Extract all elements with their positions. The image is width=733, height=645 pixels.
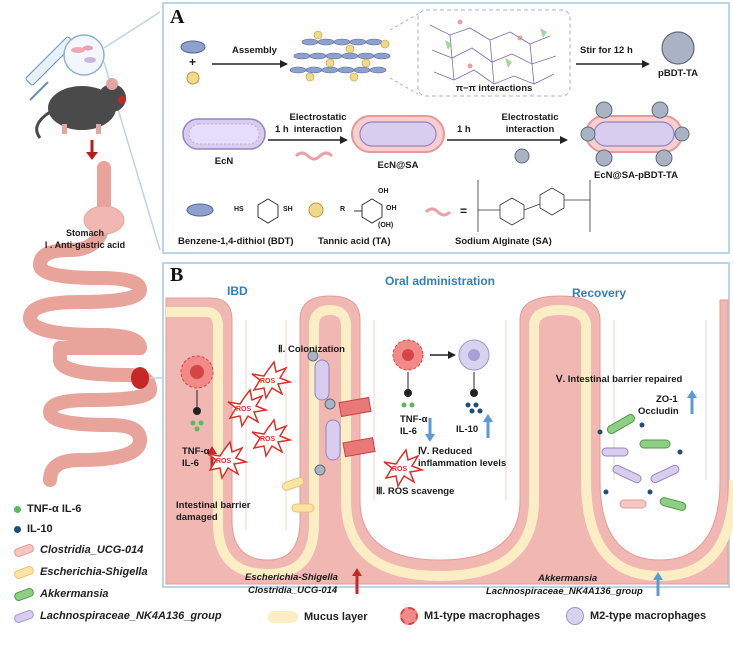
ros-label-5: ROS: [392, 466, 408, 473]
plus-sign: +: [189, 55, 197, 69]
legend-m1-label: M1-type macrophages: [424, 610, 541, 622]
legend-lachnospiraceae-label: Lachnospiraceae_NK4A136_group: [40, 610, 222, 622]
legend-m2-label: M2-type macrophages: [590, 610, 707, 622]
legend-mucus-label: Mucus layer: [304, 611, 368, 623]
ta-name: Tannic acid (TA): [318, 236, 391, 247]
mucus-swatch-icon: [268, 611, 298, 623]
colon-lesion-icon: [131, 367, 149, 389]
ros-label-4: ROS: [216, 458, 232, 465]
ecn-sa-label: EcN@SA: [377, 160, 419, 171]
interaction-label-2: interaction: [505, 124, 555, 135]
ros-label-2: ROS: [236, 406, 252, 413]
legend-akkermansia: Akkermansia: [13, 586, 109, 602]
bdt-name: Benzene-1,4-dithiol (BDT): [178, 236, 294, 247]
legend-m2: M2-type macrophages: [566, 607, 706, 625]
stomach-label: Stomach: [65, 228, 105, 238]
legend-clostridia: Clostridia_UCG-014: [13, 542, 144, 558]
il6-mid-label: IL-6: [400, 426, 417, 437]
legend-il10: IL-10: [14, 523, 53, 535]
m2-swatch-icon: [566, 607, 584, 625]
yellow-bacterium-icon: [13, 564, 35, 580]
oral-administration-label: Oral administration: [384, 274, 496, 288]
legend-tnf: TNF-α IL-6: [14, 503, 81, 515]
one-hour-label-1: 1 h: [275, 124, 289, 135]
tnf-left-label: TNF-α: [182, 446, 210, 457]
panel-b: [162, 262, 730, 588]
electrostatic-label-1: Electrostatic: [289, 112, 347, 123]
oh-group-1: OH: [378, 188, 389, 195]
zo1-label: ZO-1: [656, 394, 678, 405]
pink-bacterium-icon: [13, 542, 35, 558]
blue-dot-icon: [14, 525, 21, 533]
barrier-damaged-line1: Intestinal barrier: [176, 500, 251, 511]
clostridia-label: Clostridia_UCG-014: [248, 585, 338, 596]
green-dot-icon: [14, 505, 21, 513]
ecn-label: EcN: [214, 156, 234, 167]
legend-escherichia-label: Escherichia-Shigella: [40, 566, 148, 578]
occludin-label: Occludin: [638, 406, 679, 417]
assembly-label: Assembly: [232, 45, 277, 56]
legend-m1: M1-type macrophages: [400, 607, 540, 625]
equals-sign: =: [460, 204, 468, 218]
one-hour-label-2: 1 h: [457, 124, 471, 135]
ros-label-1: ROS: [260, 378, 276, 385]
hs-group: HS: [234, 206, 244, 213]
ros-label-3: ROS: [260, 436, 276, 443]
akkermansia-label: Akkermansia: [538, 573, 598, 584]
tnf-mid-label: TNF-α: [400, 414, 428, 425]
recovery-label: Recovery: [572, 286, 627, 300]
interaction-label-1: interaction: [293, 124, 343, 135]
legend-akkermansia-label: Akkermansia: [40, 588, 109, 600]
green-bacterium-icon: [13, 586, 35, 602]
mouse-icon: [35, 78, 126, 139]
legend-tnf-label: TNF-α IL-6: [27, 503, 82, 515]
lachnospiraceae-label: Lachnospiraceae_NK4A136_group: [486, 586, 643, 597]
barrier-repaired-label: Ⅴ. Intestinal barrier repaired: [556, 374, 683, 385]
colonization-label: Ⅱ. Colonization: [278, 344, 345, 355]
oh-group-2: OH: [386, 205, 397, 212]
reduced-line1: Ⅳ. Reduced: [418, 446, 473, 457]
purple-bacterium-icon: [13, 608, 35, 624]
panel-a: [162, 2, 730, 254]
legend-lachnospiraceae: Lachnospiraceae_NK4A136_group: [13, 608, 222, 624]
pi-interactions-label: π−π interactions: [455, 83, 533, 94]
il6-left-label: IL-6: [182, 458, 199, 469]
legend-clostridia-label: Clostridia_UCG-014: [40, 544, 144, 556]
sa-name: Sodium Alginate (SA): [455, 236, 552, 247]
gi-tract-icon: [23, 161, 158, 487]
legend-escherichia: Escherichia-Shigella: [13, 564, 148, 580]
sh-group: SH: [283, 206, 293, 213]
legend-mucus: Mucus layer: [268, 611, 368, 623]
panel-b-label: B: [170, 264, 184, 286]
ecn-sa-pbdt-ta-label: EcN@SA-pBDT-TA: [593, 170, 679, 181]
r-group: R: [340, 206, 346, 213]
m1-swatch-icon: [400, 607, 418, 625]
anti-gastric-step: I . Anti-gastric acid: [44, 240, 126, 250]
capsule-bubble-icon: [63, 34, 105, 76]
reduced-line2: inflammation levels: [418, 458, 507, 469]
ibd-label: IBD: [227, 284, 248, 298]
il10-mid-label: IL-10: [456, 424, 479, 435]
syringe-icon: [25, 36, 75, 101]
oh-group-3: (OH): [378, 222, 394, 229]
ros-scavenge-label: Ⅲ. ROS scavenge: [376, 486, 455, 497]
barrier-damaged-line2: damaged: [176, 512, 218, 523]
panel-a-label: A: [170, 6, 185, 28]
stir-label: Stir for 12 h: [580, 45, 633, 56]
electrostatic-label-2: Electrostatic: [501, 112, 559, 123]
legend-il10-label: IL-10: [27, 523, 53, 535]
escherichia-label: Escherichia-Shigella: [245, 572, 338, 583]
pbdt-ta-label: pBDT-TA: [658, 68, 698, 79]
